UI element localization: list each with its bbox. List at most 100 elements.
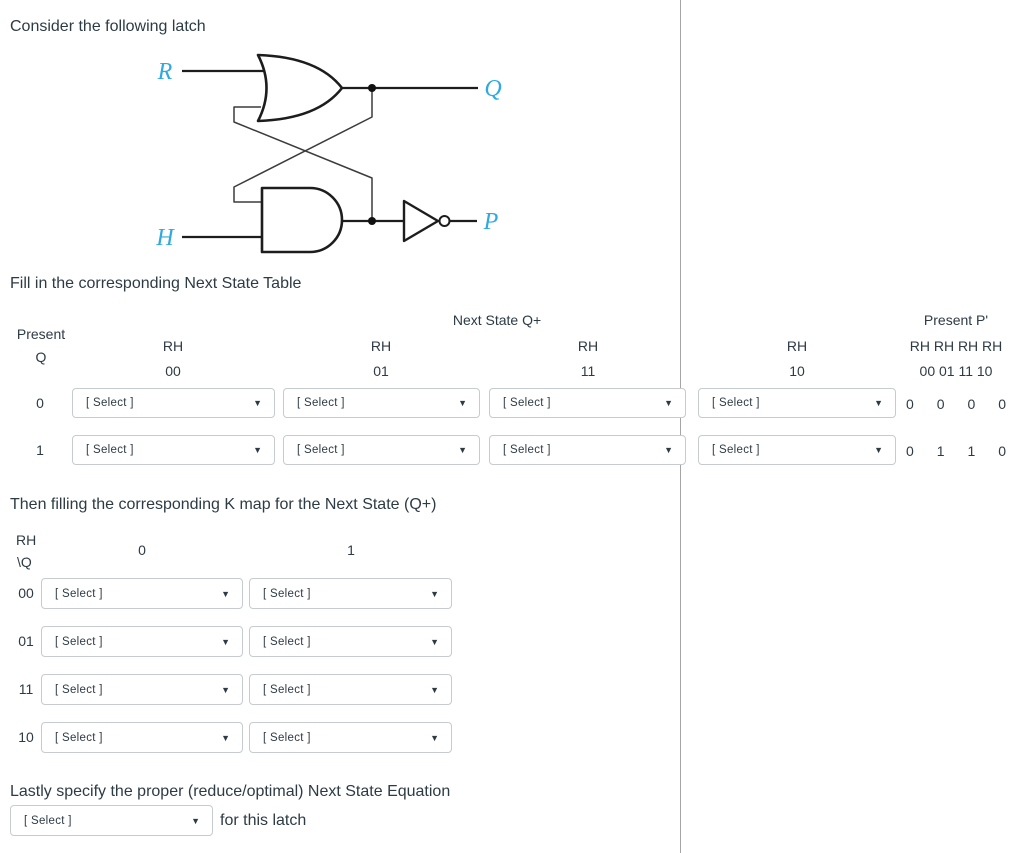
kmap-corner-line2: \Q	[17, 554, 32, 570]
col-header-rh01-line1: RH	[370, 338, 392, 354]
p-value: 0	[936, 396, 945, 412]
kmap-select-11-q0[interactable]: [ Select ] ▼	[41, 674, 243, 705]
dropdown-arrow-icon: ▼	[458, 445, 467, 455]
col-header-rh00-line1: RH	[162, 338, 184, 354]
dropdown-arrow-icon: ▼	[430, 732, 439, 743]
and-gate	[260, 186, 344, 254]
present-q-header-line2: Q	[35, 349, 47, 365]
select-label: [ Select ]	[297, 444, 345, 456]
present-p-values-row0: 0 0 0 0	[906, 396, 1006, 412]
present-q-header-line1: Present	[16, 326, 66, 342]
input-label-r: R	[157, 59, 173, 85]
kmap-col-header-1: 1	[347, 542, 355, 558]
inverter-bubble-icon	[438, 215, 451, 227]
kmap-select-10-q1[interactable]: [ Select ] ▼	[249, 722, 452, 753]
select-label: [ Select ]	[86, 444, 134, 456]
kmap-table: RH \Q 0 1 00 [ Select ] ▼ [ Select ] ▼ 0…	[0, 525, 520, 765]
present-p-values-row1: 0 1 1 0	[906, 443, 1006, 459]
select-label: [ Select ]	[86, 397, 134, 409]
dropdown-arrow-icon: ▼	[221, 684, 230, 695]
col-header-rh11-line2: 11	[580, 363, 596, 379]
or-gate	[256, 53, 344, 123]
table-row-label-0: 0	[36, 395, 44, 411]
col-header-rh10-line2: 10	[789, 363, 805, 379]
col-header-rh00-line2: 00	[165, 363, 181, 379]
intro-heading: Consider the following latch	[10, 18, 206, 35]
inverter-gate	[402, 199, 440, 243]
equation-suffix-text: for this latch	[220, 812, 307, 829]
col-header-rh01-line2: 01	[373, 363, 389, 379]
kmap-heading: Then filling the corresponding K map for…	[10, 496, 437, 513]
kmap-select-11-q1[interactable]: [ Select ] ▼	[249, 674, 452, 705]
select-label: [ Select ]	[55, 683, 103, 696]
dropdown-arrow-icon: ▼	[221, 588, 230, 599]
wire-feedback-and-to-or	[233, 106, 373, 221]
kmap-select-10-q0[interactable]: [ Select ] ▼	[41, 722, 243, 753]
select-label: [ Select ]	[263, 731, 311, 744]
select-label: [ Select ]	[263, 635, 311, 648]
select-label: [ Select ]	[24, 814, 72, 827]
output-label-p: P	[483, 209, 499, 235]
kmap-select-01-q1[interactable]: [ Select ] ▼	[249, 626, 452, 657]
pane-divider	[680, 0, 681, 853]
select-label: [ Select ]	[503, 397, 551, 409]
dropdown-arrow-icon: ▼	[221, 636, 230, 647]
select-label: [ Select ]	[263, 587, 311, 600]
next-state-select-q0-rh10[interactable]: [ Select ] ▼	[698, 388, 896, 418]
present-p-title: Present P'	[923, 312, 989, 328]
dropdown-arrow-icon: ▼	[253, 445, 262, 455]
dropdown-arrow-icon: ▼	[874, 445, 883, 455]
input-label-h: H	[155, 225, 175, 251]
wire-feedback-q-to-and	[233, 88, 373, 203]
kmap-select-01-q0[interactable]: [ Select ] ▼	[41, 626, 243, 657]
next-state-select-q0-rh00[interactable]: [ Select ] ▼	[72, 388, 275, 418]
dropdown-arrow-icon: ▼	[221, 732, 230, 743]
dropdown-arrow-icon: ▼	[191, 815, 200, 826]
p-value: 1	[967, 443, 976, 459]
p-value: 0	[967, 396, 976, 412]
p-value: 0	[906, 443, 914, 459]
dropdown-arrow-icon: ▼	[430, 684, 439, 695]
kmap-corner-line1: RH	[16, 532, 37, 548]
kmap-row-label-00: 00	[18, 585, 34, 601]
kmap-select-00-q0[interactable]: [ Select ] ▼	[41, 578, 243, 609]
present-p-line1: RH RH RH RH	[909, 338, 1003, 354]
kmap-select-00-q1[interactable]: [ Select ] ▼	[249, 578, 452, 609]
next-state-select-q1-rh11[interactable]: [ Select ] ▼	[489, 435, 686, 465]
select-label: [ Select ]	[503, 444, 551, 456]
equation-select[interactable]: [ Select ] ▼	[10, 805, 213, 836]
p-value: 1	[936, 443, 945, 459]
junction-dot-and	[368, 217, 376, 225]
next-state-select-q0-rh11[interactable]: [ Select ] ▼	[489, 388, 686, 418]
select-label: [ Select ]	[55, 635, 103, 648]
p-value: 0	[998, 396, 1006, 412]
next-state-select-q1-rh01[interactable]: [ Select ] ▼	[283, 435, 480, 465]
kmap-col-header-0: 0	[138, 542, 146, 558]
select-label: [ Select ]	[263, 683, 311, 696]
p-value: 0	[906, 396, 914, 412]
dropdown-arrow-icon: ▼	[458, 398, 467, 408]
select-label: [ Select ]	[55, 731, 103, 744]
kmap-row-label-10: 10	[18, 729, 34, 745]
dropdown-arrow-icon: ▼	[430, 636, 439, 647]
dropdown-arrow-icon: ▼	[874, 398, 883, 408]
select-label: [ Select ]	[297, 397, 345, 409]
next-state-select-q0-rh01[interactable]: [ Select ] ▼	[283, 388, 480, 418]
output-label-q: Q	[484, 76, 501, 102]
equation-heading: Lastly specify the proper (reduce/optima…	[10, 783, 451, 800]
dropdown-arrow-icon: ▼	[253, 398, 262, 408]
next-state-select-q1-rh10[interactable]: [ Select ] ▼	[698, 435, 896, 465]
dropdown-arrow-icon: ▼	[664, 398, 673, 408]
select-label: [ Select ]	[712, 444, 760, 456]
junction-dot-q	[368, 84, 376, 92]
select-label: [ Select ]	[712, 397, 760, 409]
present-p-line2: 00 01 11 10	[919, 363, 993, 379]
kmap-row-label-01: 01	[18, 633, 34, 649]
dropdown-arrow-icon: ▼	[664, 445, 673, 455]
dropdown-arrow-icon: ▼	[430, 588, 439, 599]
kmap-row-label-11: 11	[18, 681, 34, 697]
next-state-select-q1-rh00[interactable]: [ Select ] ▼	[72, 435, 275, 465]
p-value: 0	[998, 443, 1006, 459]
col-header-rh11-line1: RH	[577, 338, 599, 354]
